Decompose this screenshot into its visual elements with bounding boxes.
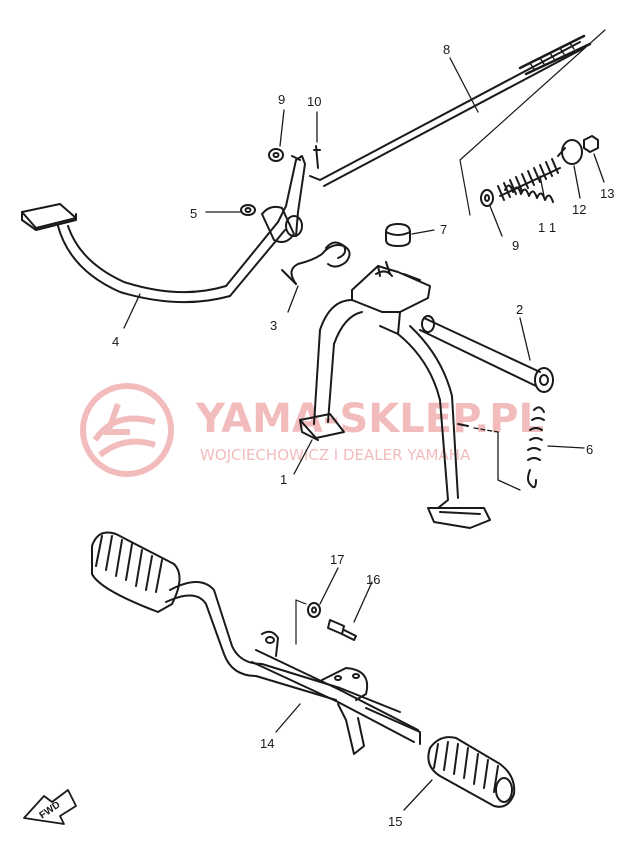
fwd-arrow-icon [23,789,77,825]
leader-lines [123,57,605,811]
watermark-subtitle: WOJCIECHOWICZ I DEALER YAMAHA [200,446,471,464]
part-2-shaft [419,315,554,393]
callout-17: 17 [330,552,344,567]
part-5-washer [240,204,256,216]
part-16-bolt [327,619,357,641]
part-7-stopper [385,223,411,247]
group-bracket-upper [459,29,606,216]
part-4-pedal [21,155,306,304]
line-art [21,29,606,825]
part-17-washer [307,602,321,618]
callout-10: 10 [307,94,321,109]
callout-9-upper: 9 [278,92,285,107]
part-9a-washer [268,148,284,162]
callout-15: 15 [388,814,402,829]
callout-8: 8 [443,42,450,57]
callout-16: 16 [366,572,380,587]
part-14-footrest-bar [165,581,421,755]
part-6-spring [457,406,545,491]
part-1-main-stand [299,261,491,529]
part-12-collar [557,139,583,165]
callout-2: 2 [516,302,523,317]
callout-12: 12 [572,202,586,217]
callout-7: 7 [440,222,447,237]
part-15-footrest-rubber-left [91,531,181,613]
part-13-nut [583,135,599,153]
callout-13: 13 [600,186,614,201]
watermark: YAMA-SKLEP.PL WOJCIECHOWICZ I DEALER YAM… [80,383,544,477]
callout-4: 4 [112,334,119,349]
part-9b-washer [480,189,494,207]
part-11-spring [497,158,561,203]
watermark-logo-icon [80,383,174,477]
part-3-spring [281,241,351,285]
callout-1: 1 [280,472,287,487]
callout-14: 14 [260,736,274,751]
part-15-footrest-rubber-right [427,736,516,808]
callout-5: 5 [190,206,197,221]
callout-6: 6 [586,442,593,457]
part-8-rod [309,34,592,187]
callout-9-lower: 9 [512,238,519,253]
watermark-title: YAMA-SKLEP.PL [195,396,544,442]
callout-labels: 8 9 10 5 7 9 1 1 12 13 3 2 4 6 1 17 16 1… [112,42,614,829]
part-10-pin [313,145,321,169]
callout-3: 3 [270,318,277,333]
callout-11: 1 1 [538,220,556,235]
